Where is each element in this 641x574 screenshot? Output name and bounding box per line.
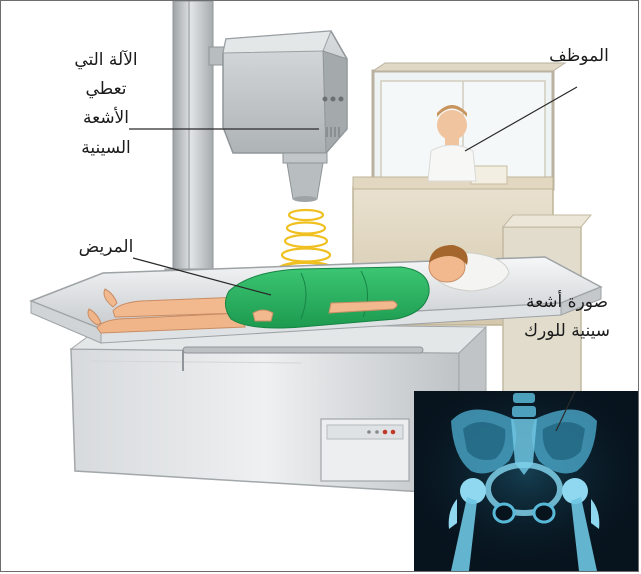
label-xray-machine: الآلة التي تعطي الأشعة السينية bbox=[41, 46, 171, 163]
label-xray-machine-line-3: الأشعة bbox=[41, 104, 171, 133]
label-hip-xray-line-1: صورة أشعة bbox=[503, 288, 631, 317]
label-xray-machine-line-2: تعطي bbox=[41, 75, 171, 104]
hip-xray-image bbox=[414, 391, 638, 571]
label-hip-xray-line-2: سينية للورك bbox=[503, 317, 631, 346]
label-xray-machine-line-1: الآلة التي bbox=[41, 46, 171, 75]
label-hip-xray: صورة أشعة سينية للورك bbox=[503, 288, 631, 346]
label-operator: الموظف bbox=[533, 42, 625, 71]
xray-machine-head bbox=[209, 31, 347, 202]
label-xray-machine-line-4: السينية bbox=[41, 134, 171, 163]
label-patient: المريض bbox=[51, 233, 161, 262]
